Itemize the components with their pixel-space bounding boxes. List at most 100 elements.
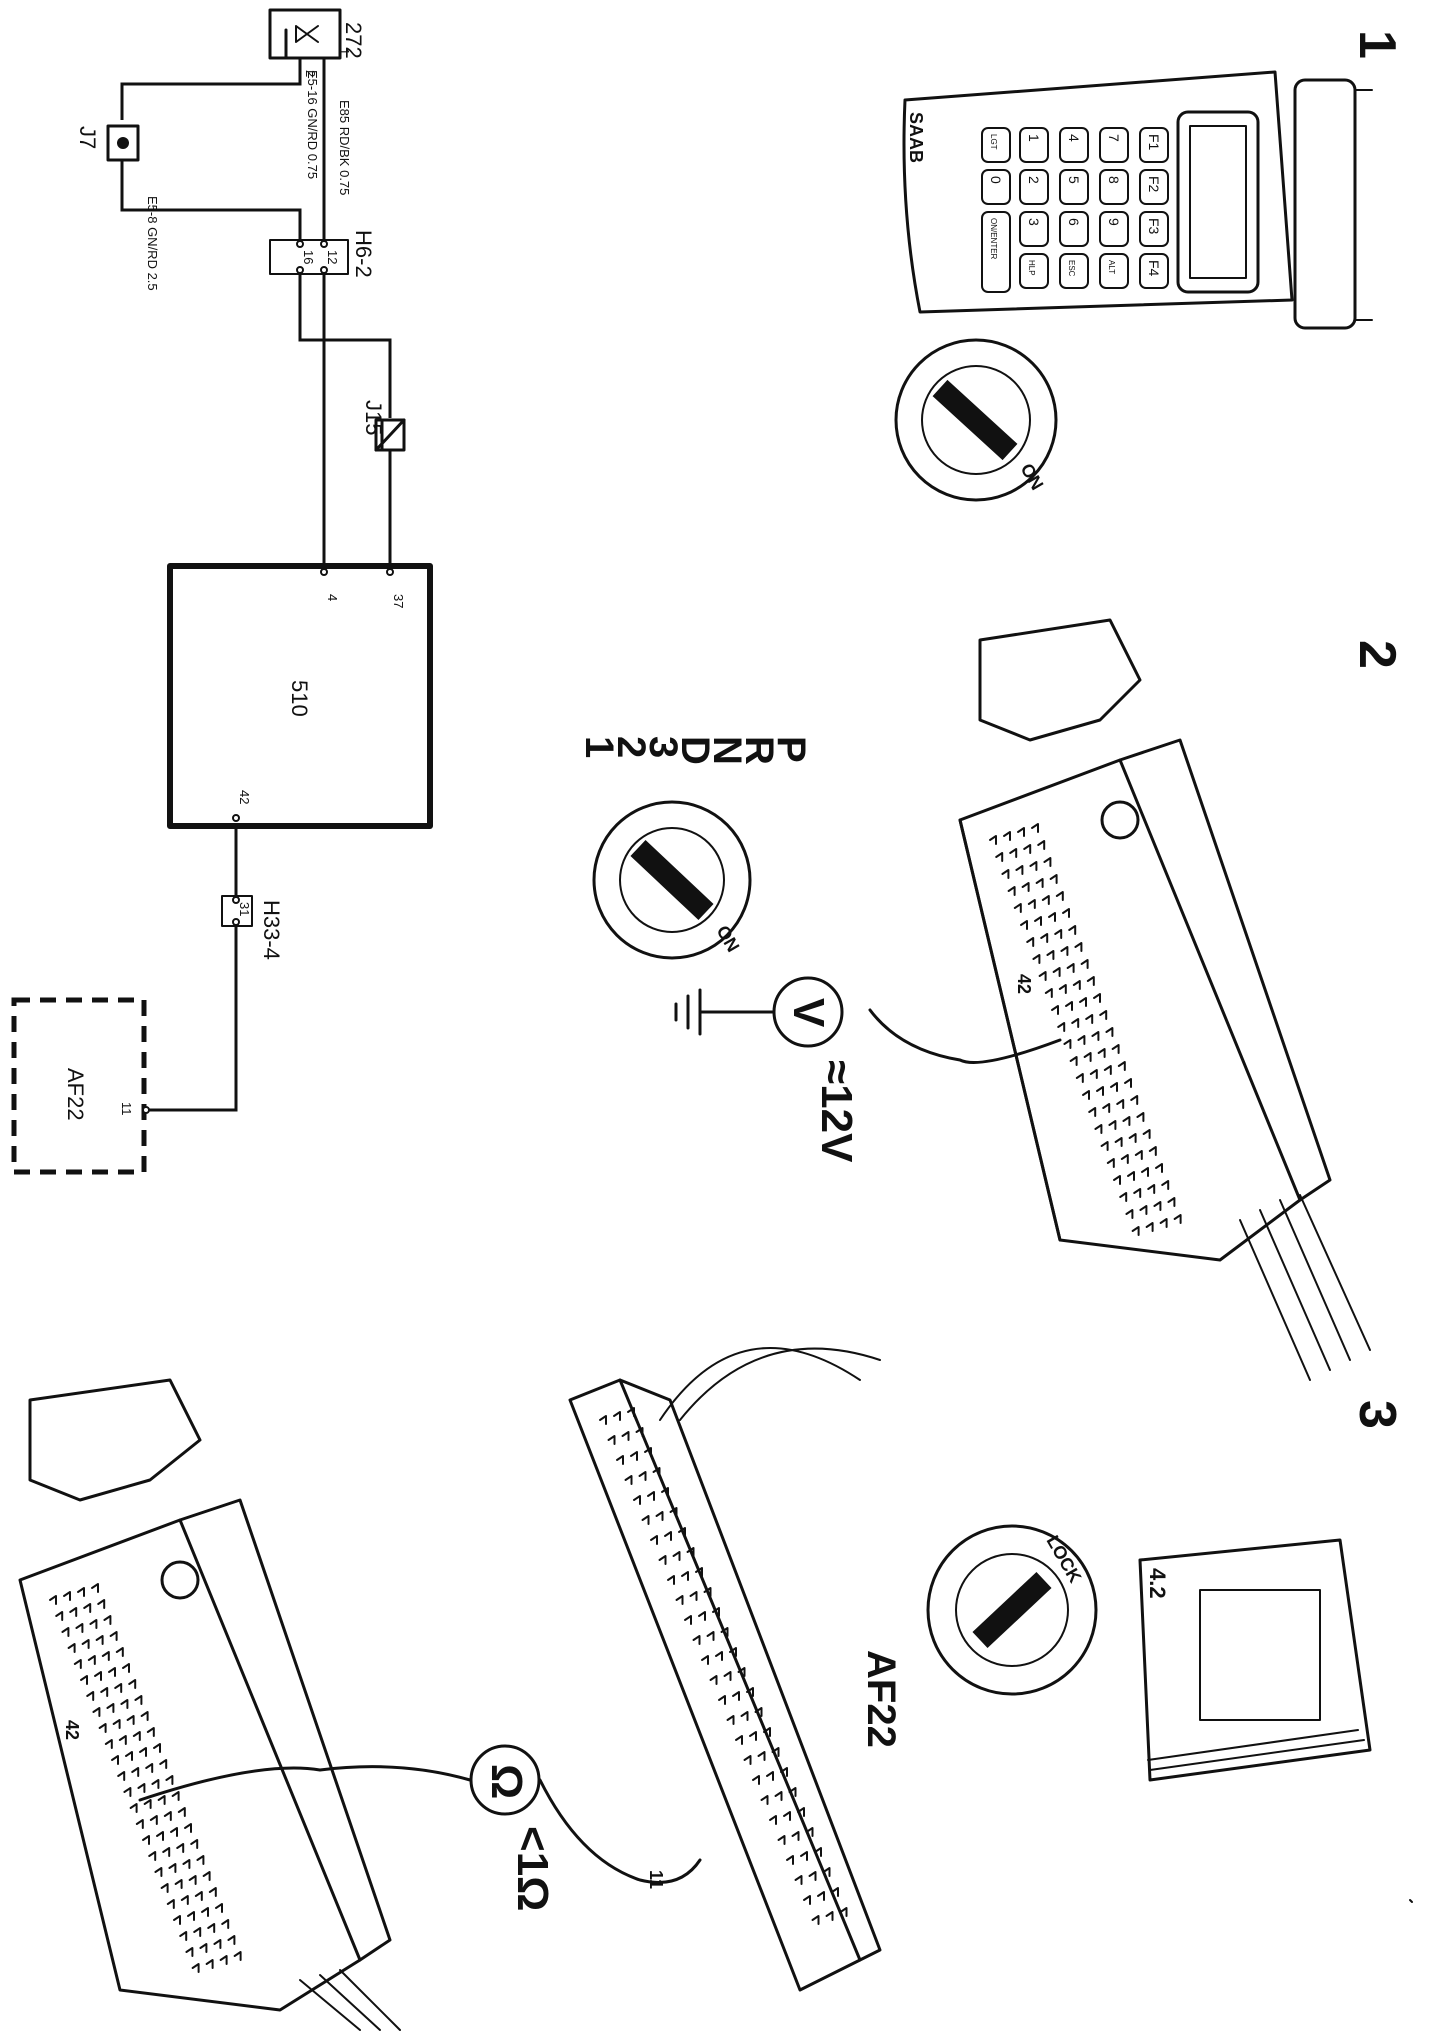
connector-pin [201, 1907, 209, 1917]
svg-text:D: D [673, 736, 717, 765]
connector-pin [1017, 827, 1025, 837]
connector-pin [1075, 1073, 1084, 1083]
connector-pin [117, 1771, 126, 1781]
connector-pin [681, 1571, 689, 1581]
tester-key [1139, 169, 1169, 205]
connector-pin [1124, 1078, 1132, 1088]
svg-text:J15: J15 [361, 400, 386, 435]
ignition-switch-on-1: ON [894, 338, 1058, 502]
connector-pin [61, 1627, 70, 1637]
connector-pin [100, 1687, 109, 1697]
connector-pin [757, 1751, 766, 1761]
connector-pin [63, 1591, 71, 1601]
connector-pin [135, 1819, 144, 1829]
connector-pin [1043, 857, 1052, 867]
edge-mark [1409, 1899, 1413, 1903]
connector-pin [227, 1935, 236, 1945]
connector-pin [173, 1915, 181, 1925]
connector-pin [166, 1899, 175, 1909]
connector-pin [115, 1647, 124, 1657]
connector-pin [599, 1415, 607, 1425]
connector-pin [825, 1911, 834, 1921]
tester-key [1059, 127, 1089, 163]
connector-pin [780, 1767, 788, 1777]
connector-pin [661, 1487, 669, 1497]
connector-h6-2: 16 12 [269, 239, 349, 275]
svg-text:11: 11 [119, 1102, 134, 1116]
connector-pin [160, 1883, 169, 1893]
connector-pin [92, 1707, 101, 1717]
wiring-schematic: 2 1 272 E5-16 GN/RD 0.75 E85 RD/BK 0.75 … [11, 8, 433, 1175]
connector-pin [109, 1631, 118, 1641]
tester-key [1059, 253, 1089, 289]
svg-text:1: 1 [337, 48, 352, 55]
svg-text:11: 11 [646, 1870, 666, 1889]
tester-key-label: ALT [1107, 260, 1116, 274]
ohmmeter: Ω <1Ω 11 [138, 1744, 702, 1911]
connector-pin [669, 1507, 678, 1517]
connector-pin [1136, 1112, 1145, 1122]
svg-text:AF22: AF22 [63, 1068, 88, 1121]
connector-pin [703, 1587, 712, 1597]
svg-text:ON: ON [713, 922, 744, 955]
connector-pin [94, 1671, 102, 1681]
connector-pin [624, 1475, 633, 1485]
connector-pin [769, 1815, 777, 1825]
svg-text:1: 1 [1348, 30, 1406, 59]
connector-pin [80, 1675, 88, 1685]
connector-pin [627, 1407, 635, 1417]
connector-pin [686, 1547, 695, 1557]
connector-pin [1044, 988, 1053, 998]
connector-pin [145, 1763, 154, 1773]
connector-pin [786, 1855, 794, 1865]
connector-pin [1159, 1218, 1168, 1228]
connector-pin [1083, 1052, 1092, 1062]
connector-pin [729, 1647, 737, 1657]
service-manual: 4.2 [1138, 1538, 1372, 1782]
connector-pin [1117, 1061, 1126, 1071]
connector-pin [1155, 1163, 1163, 1173]
connector-pin [774, 1791, 783, 1801]
connector-pin [1071, 1018, 1080, 1028]
connector-pin [817, 1891, 825, 1901]
connector-pin [1054, 929, 1063, 939]
connector-pin [1058, 984, 1067, 994]
connector-pin [170, 1827, 178, 1837]
connector-pin [709, 1675, 718, 1685]
connector-pin [989, 835, 997, 845]
connector-pin [213, 1939, 222, 1949]
tester-key-label: ON/ENTER [989, 218, 998, 260]
connector-pin [698, 1611, 706, 1621]
connector-pin [621, 1431, 630, 1441]
connector-pin [1031, 823, 1039, 833]
connector-pin [81, 1639, 90, 1649]
connector-pin [616, 1455, 624, 1465]
tester-key [1099, 127, 1129, 163]
ignition-on-label-2: ON [713, 922, 744, 955]
connector-pin [1037, 840, 1046, 850]
connector-pin [655, 1511, 664, 1521]
connector-pin [1063, 1039, 1072, 1049]
pin-array-step2 [989, 823, 1182, 1236]
sensor-272: 2 1 [268, 8, 352, 77]
connector-pin [1089, 1069, 1098, 1079]
connector-pin [1125, 1209, 1134, 1219]
connector-pin [1034, 916, 1042, 926]
svg-text:4: 4 [325, 594, 340, 601]
connector-pin [638, 1471, 647, 1481]
svg-text:R: R [737, 736, 781, 765]
step-number-1: 1 [1348, 30, 1406, 59]
connector-pin [1035, 878, 1044, 888]
svg-text:272: 272 [341, 22, 366, 59]
connector-pin [182, 1859, 191, 1869]
connector-pin [1062, 908, 1070, 918]
connector-pin [754, 1707, 763, 1717]
connector-pin [647, 1491, 655, 1501]
svg-text:3: 3 [1348, 1400, 1406, 1429]
connector-pin [1013, 903, 1022, 913]
ignition-switch-on-2: ON [592, 800, 752, 960]
connector-pin [684, 1615, 692, 1625]
voltmeter-symbol: V [784, 998, 833, 1028]
manual-section: 4.2 [1145, 1568, 1170, 1599]
connector-pin [103, 1615, 112, 1625]
